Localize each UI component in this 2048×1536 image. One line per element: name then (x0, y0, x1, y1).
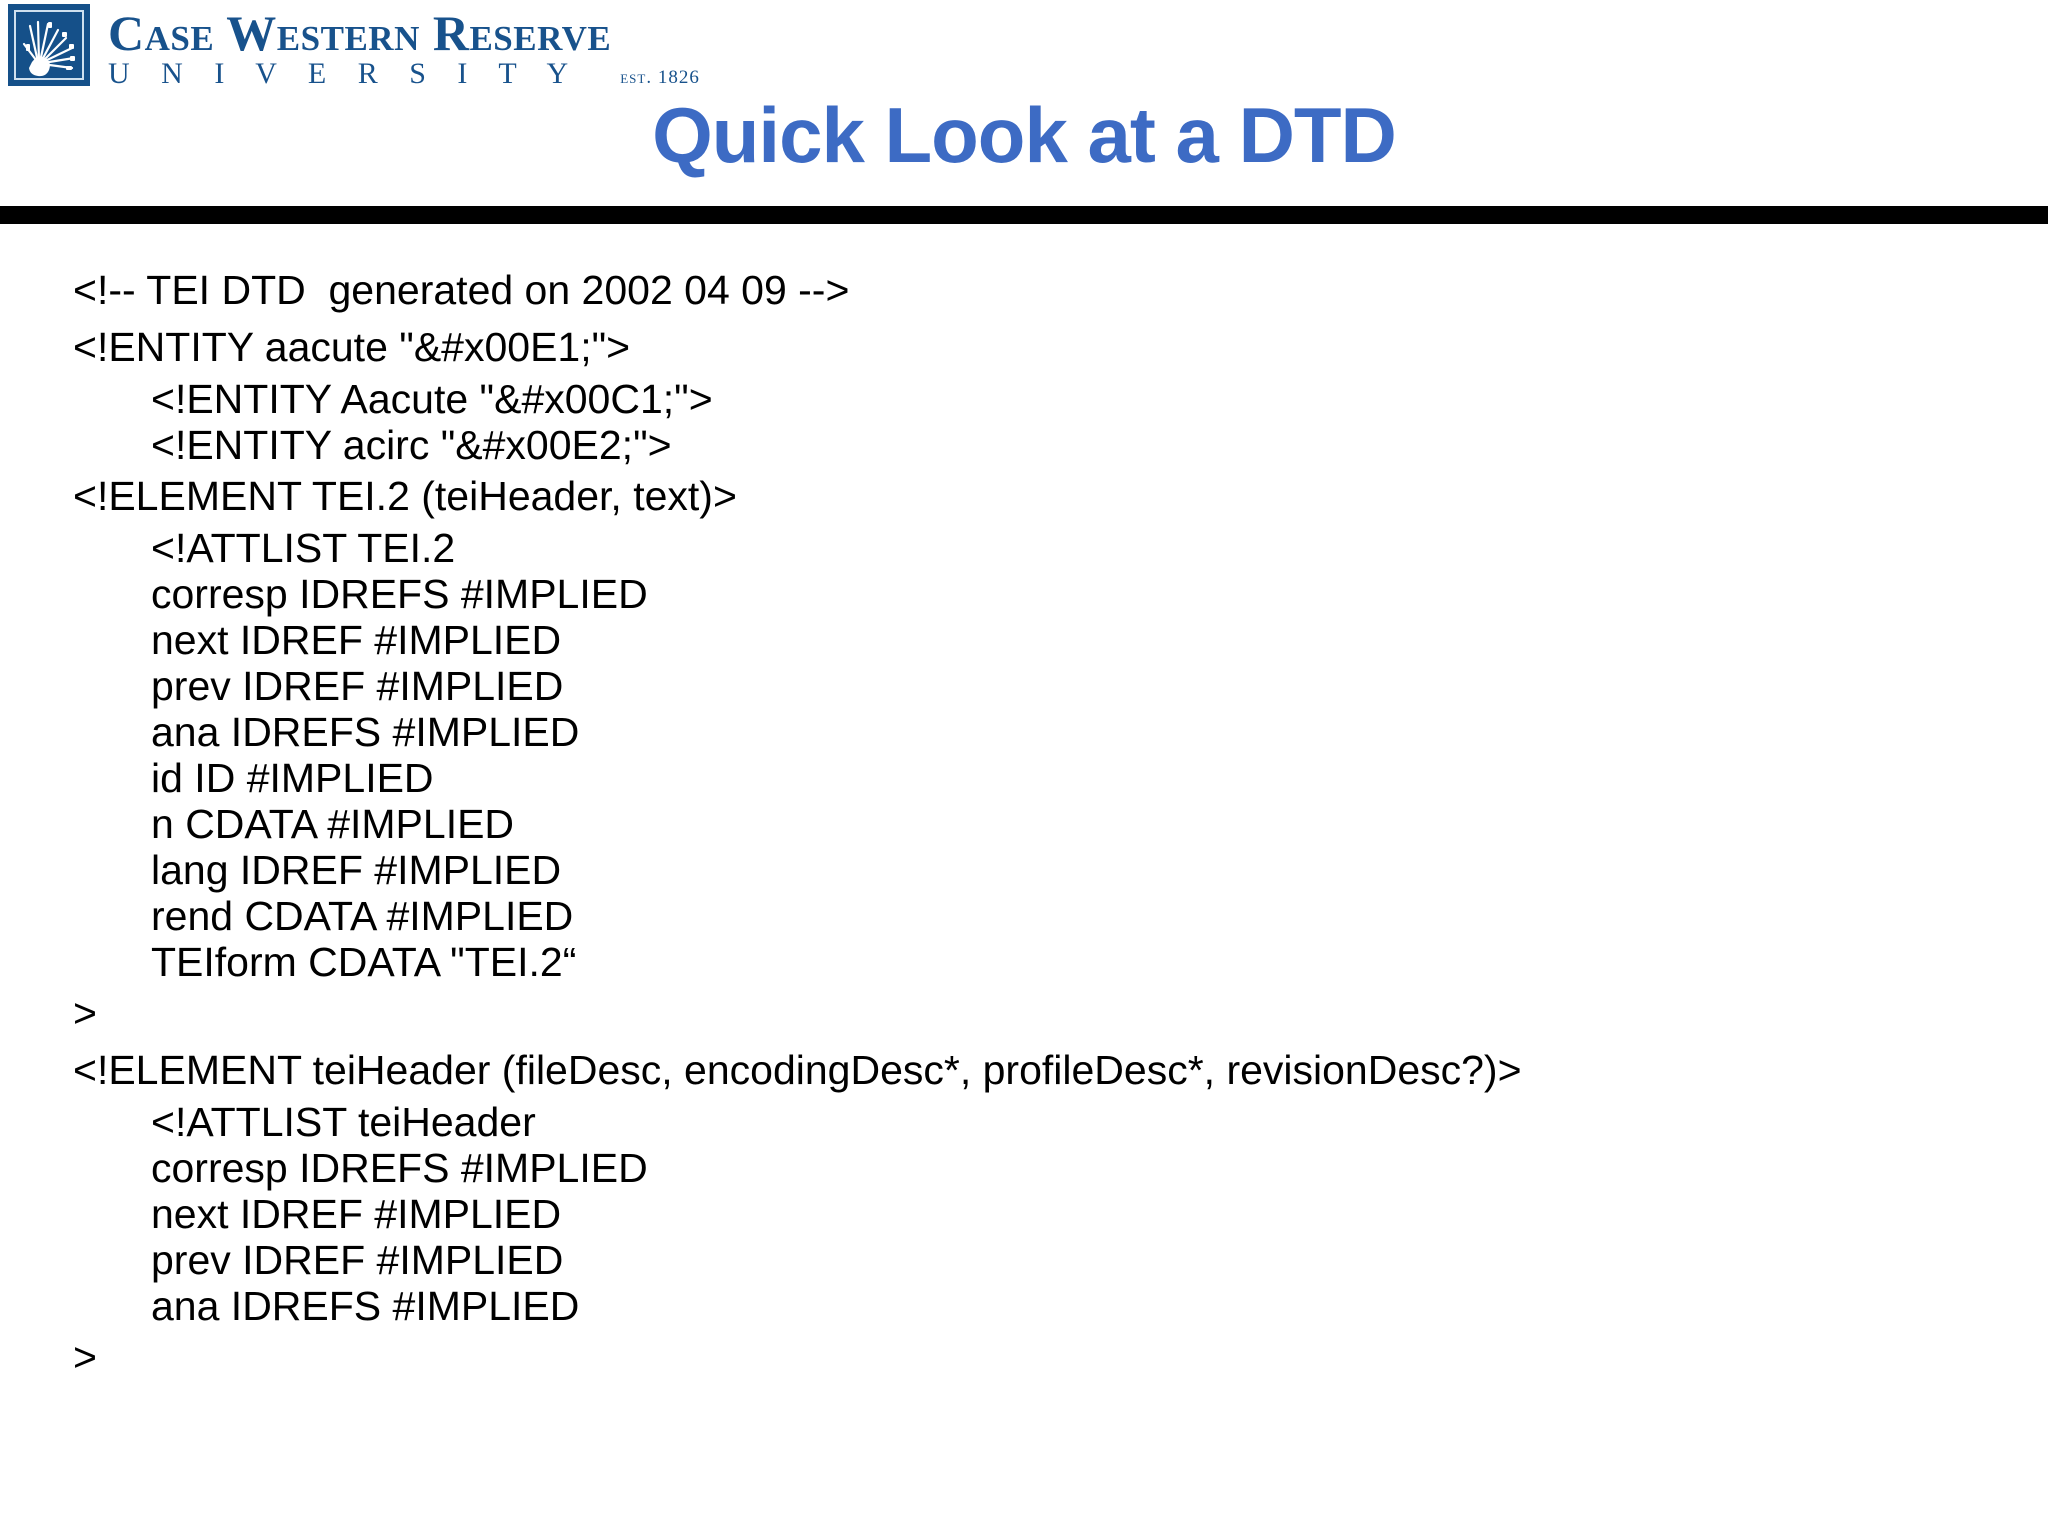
code-line: > (73, 990, 97, 1036)
code-line: <!ATTLIST TEI.2 (151, 525, 456, 571)
code-line: <!ATTLIST teiHeader (151, 1099, 536, 1145)
code-line: > (73, 1334, 97, 1380)
code-line: lang IDREF #IMPLIED (151, 847, 562, 893)
code-line: rend CDATA #IMPLIED (151, 893, 574, 939)
code-line: corresp IDREFS #IMPLIED (151, 1145, 648, 1191)
page-title: Quick Look at a DTD (652, 91, 1397, 179)
code-line: <!ELEMENT teiHeader (fileDesc, encodingD… (73, 1047, 1522, 1093)
wordmark-university-name: Case Western Reserve (108, 5, 612, 61)
slide-header: Case Western Reserve U N I V E R S I T Y… (0, 0, 2048, 224)
dtd-code-listing: <!-- TEI DTD generated on 2002 04 09 -->… (73, 262, 1993, 1386)
code-line: <!-- TEI DTD generated on 2002 04 09 --> (73, 267, 850, 313)
code-line: prev IDREF #IMPLIED (151, 1237, 564, 1283)
wordmark-second-row: U N I V E R S I T Y est. 1826 (108, 58, 700, 90)
cwru-wordmark: Case Western Reserve U N I V E R S I T Y… (108, 4, 700, 90)
logo-inner-border (14, 10, 84, 80)
code-line: <!ENTITY acirc "&#x00E2;"> (151, 422, 672, 468)
wordmark-established: est. 1826 (620, 67, 700, 88)
code-line: prev IDREF #IMPLIED (151, 663, 564, 709)
code-line: corresp IDREFS #IMPLIED (151, 571, 648, 617)
code-line: <!ENTITY Aacute "&#x00C1;"> (151, 376, 713, 422)
code-line: <!ELEMENT TEI.2 (teiHeader, text)> (73, 473, 737, 519)
code-line: ana IDREFS #IMPLIED (151, 1283, 580, 1329)
cwru-sunburst-icon (8, 4, 90, 86)
code-line: <!ENTITY aacute "&#x00E1;"> (73, 324, 631, 370)
wordmark-university-word: U N I V E R S I T Y (108, 57, 581, 90)
code-line: id ID #IMPLIED (151, 755, 434, 801)
code-line: next IDREF #IMPLIED (151, 617, 562, 663)
cwru-logo-lockup: Case Western Reserve U N I V E R S I T Y… (8, 4, 700, 90)
code-line: ana IDREFS #IMPLIED (151, 709, 580, 755)
code-line: TEIform CDATA "TEI.2“ (151, 939, 577, 985)
code-line: next IDREF #IMPLIED (151, 1191, 562, 1237)
code-line: n CDATA #IMPLIED (151, 801, 515, 847)
title-divider (0, 206, 2048, 224)
